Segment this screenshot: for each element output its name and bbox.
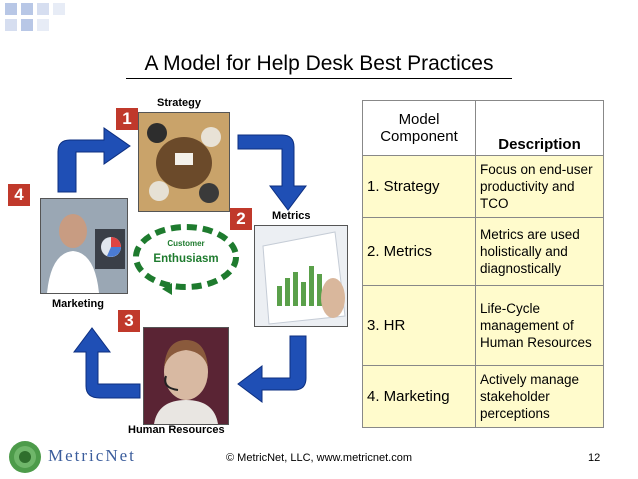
table-header-component: Model Component — [362, 100, 476, 156]
node-badge-3: 3 — [118, 310, 140, 332]
metricnet-logo-text: MetricNet — [48, 446, 136, 465]
table-cell-description: Focus on end-user productivity and TCO — [475, 155, 604, 218]
node-label-marketing: Marketing — [52, 298, 104, 310]
center-label-customer: Customer — [167, 239, 205, 248]
human-resources-photo — [143, 327, 229, 425]
cycle-arrows — [57, 127, 307, 403]
metricnet-logo-icon — [8, 440, 42, 474]
node-label-human-resources: Human Resources — [128, 424, 225, 436]
model-table: Model Component Description 1. Strategy … — [362, 100, 604, 428]
arrow-marketing-to-strategy — [57, 127, 131, 193]
customer-enthusiasm-ring — [133, 224, 239, 290]
table-row: 3. HR Life-Cycle management of Human Res… — [362, 285, 604, 366]
slide-title: A Model for Help Desk Best Practices — [144, 52, 494, 75]
table-row: 1. Strategy Focus on end-user productivi… — [362, 155, 604, 218]
marketing-photo — [40, 198, 128, 294]
metrics-photo — [254, 225, 348, 327]
table-cell-description: Life-Cycle management of Human Resources — [475, 285, 604, 366]
table-cell-component: 1. Strategy — [362, 155, 476, 218]
node-badge-2: 2 — [230, 208, 252, 230]
table-cell-component: 2. Metrics — [362, 217, 476, 286]
table-cell-component: 4. Marketing — [362, 365, 476, 428]
title-underline — [126, 78, 512, 79]
node-label-strategy: Strategy — [157, 97, 202, 109]
page-number: 12 — [588, 452, 601, 464]
arrow-hr-to-marketing — [73, 327, 141, 399]
table-header-description: Description — [475, 100, 604, 156]
node-badge-1: 1 — [116, 108, 138, 130]
node-label-metrics: Metrics — [272, 210, 311, 222]
table-cell-description: Actively manage stakeholder perceptions — [475, 365, 604, 428]
footer-copyright: © MetricNet, LLC, www.metricnet.com — [226, 452, 412, 464]
table-header-row: Model Component Description — [362, 100, 604, 156]
node-badge-4: 4 — [8, 184, 30, 206]
arrow-metrics-to-hr — [237, 335, 307, 403]
center-arrowhead — [162, 283, 172, 295]
table-cell-component: 3. HR — [362, 285, 476, 366]
arrow-strategy-to-metrics — [237, 134, 307, 211]
table-row: 4. Marketing Actively manage stakeholder… — [362, 365, 604, 428]
strategy-photo — [138, 112, 230, 212]
table-cell-description: Metrics are used holistically and diagno… — [475, 217, 604, 286]
table-row: 2. Metrics Metrics are used holistically… — [362, 217, 604, 286]
center-label-enthusiasm: Enthusiasm — [153, 253, 219, 265]
